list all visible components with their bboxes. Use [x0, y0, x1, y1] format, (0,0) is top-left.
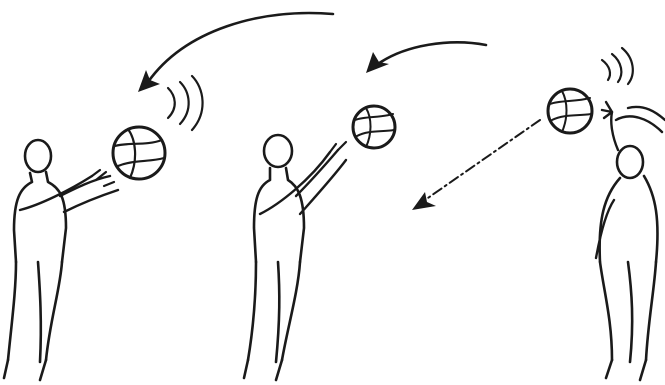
player-figure-setter	[244, 135, 346, 380]
player-figure-hitter	[596, 102, 665, 380]
player-figure-receiver	[4, 140, 118, 380]
volleyball-icon	[113, 127, 165, 179]
motion-lines-left	[168, 76, 203, 130]
volleyball-icon	[548, 89, 592, 133]
motion-lines-right	[602, 48, 633, 84]
volleyball-icon	[353, 106, 395, 148]
trajectory-arrow-short	[366, 42, 486, 73]
trajectory-arrow-long	[138, 13, 333, 92]
spike-arrow-dashdot	[412, 120, 540, 210]
